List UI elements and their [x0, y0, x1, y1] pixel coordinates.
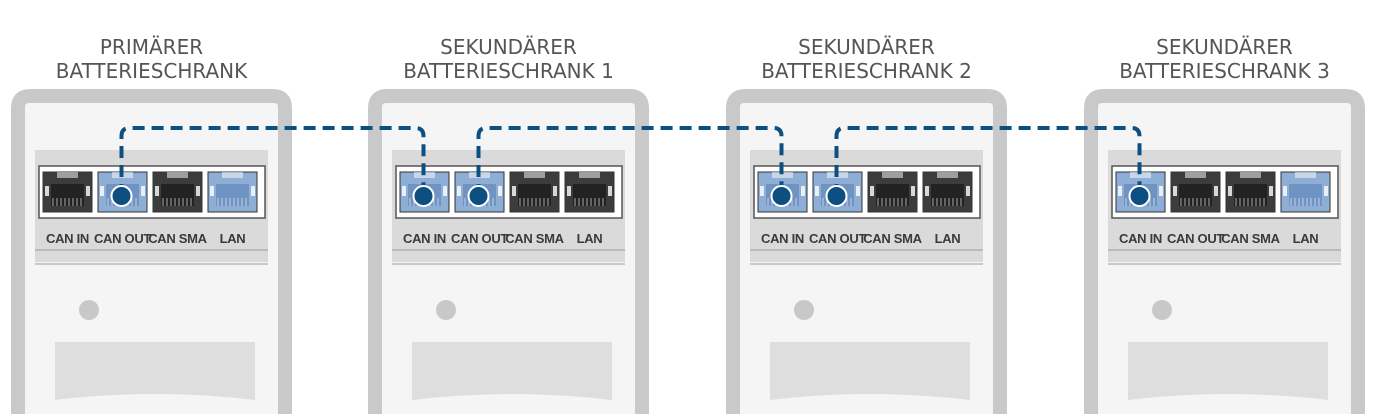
cabinet-title-line1: SEKUNDÄRER — [798, 35, 935, 59]
indicator-dot — [79, 300, 99, 320]
port-can-in — [42, 171, 93, 213]
lower-plate — [55, 342, 255, 400]
port-label: CAN OUT — [451, 231, 508, 246]
cable-connector-dot — [110, 185, 133, 207]
port-label: CAN SMA — [505, 231, 564, 246]
cabinet-title-line2: BATTERIESCHRANK 3 — [1119, 59, 1330, 83]
cable-connector-dot — [770, 185, 793, 207]
port-label: LAN — [577, 231, 603, 246]
port-can-out — [1170, 171, 1221, 213]
can-cable-2 — [834, 126, 1142, 196]
port-can-sma — [152, 171, 203, 213]
cable-connector-dot — [467, 185, 490, 207]
indicator-dot — [794, 300, 814, 320]
port-label: CAN SMA — [1221, 231, 1280, 246]
port-label: LAN — [220, 231, 246, 246]
can-cable-0 — [119, 126, 426, 196]
port-label: LAN — [935, 231, 961, 246]
port-label: CAN IN — [1119, 231, 1162, 246]
cabinet-title-line2: BATTERIESCHRANK — [56, 59, 248, 83]
port-label: CAN SMA — [863, 231, 922, 246]
indicator-dot — [1152, 300, 1172, 320]
lower-plate — [770, 342, 970, 400]
port-lan — [207, 171, 258, 213]
cable-connector-dot — [412, 185, 435, 207]
port-label: LAN — [1293, 231, 1319, 246]
indicator-dot — [436, 300, 456, 320]
port-label: CAN OUT — [809, 231, 866, 246]
lower-plate — [412, 342, 612, 400]
lower-plate — [1128, 342, 1328, 400]
cabinet-title-line1: SEKUNDÄRER — [440, 35, 577, 59]
port-label: CAN IN — [761, 231, 804, 246]
port-lan — [1280, 171, 1331, 213]
port-label: CAN OUT — [94, 231, 151, 246]
cabinet-title-line2: BATTERIESCHRANK 1 — [403, 59, 614, 83]
cabinet-title-line2: BATTERIESCHRANK 2 — [761, 59, 972, 83]
port-label: CAN IN — [403, 231, 446, 246]
can-cable-1 — [476, 126, 784, 196]
cabinet-title-line1: PRIMÄRER — [100, 35, 203, 59]
cable-connector-dot — [1128, 185, 1151, 207]
cable-connector-dot — [825, 185, 848, 207]
port-label: CAN SMA — [148, 231, 207, 246]
port-lan — [564, 171, 615, 213]
cabinet-title-line1: SEKUNDÄRER — [1156, 35, 1293, 59]
port-lan — [922, 171, 973, 213]
port-can-sma — [1225, 171, 1276, 213]
can-cables — [110, 126, 1151, 207]
port-label: CAN IN — [46, 231, 89, 246]
port-can-sma — [867, 171, 918, 213]
port-label: CAN OUT — [1167, 231, 1224, 246]
port-can-sma — [509, 171, 560, 213]
